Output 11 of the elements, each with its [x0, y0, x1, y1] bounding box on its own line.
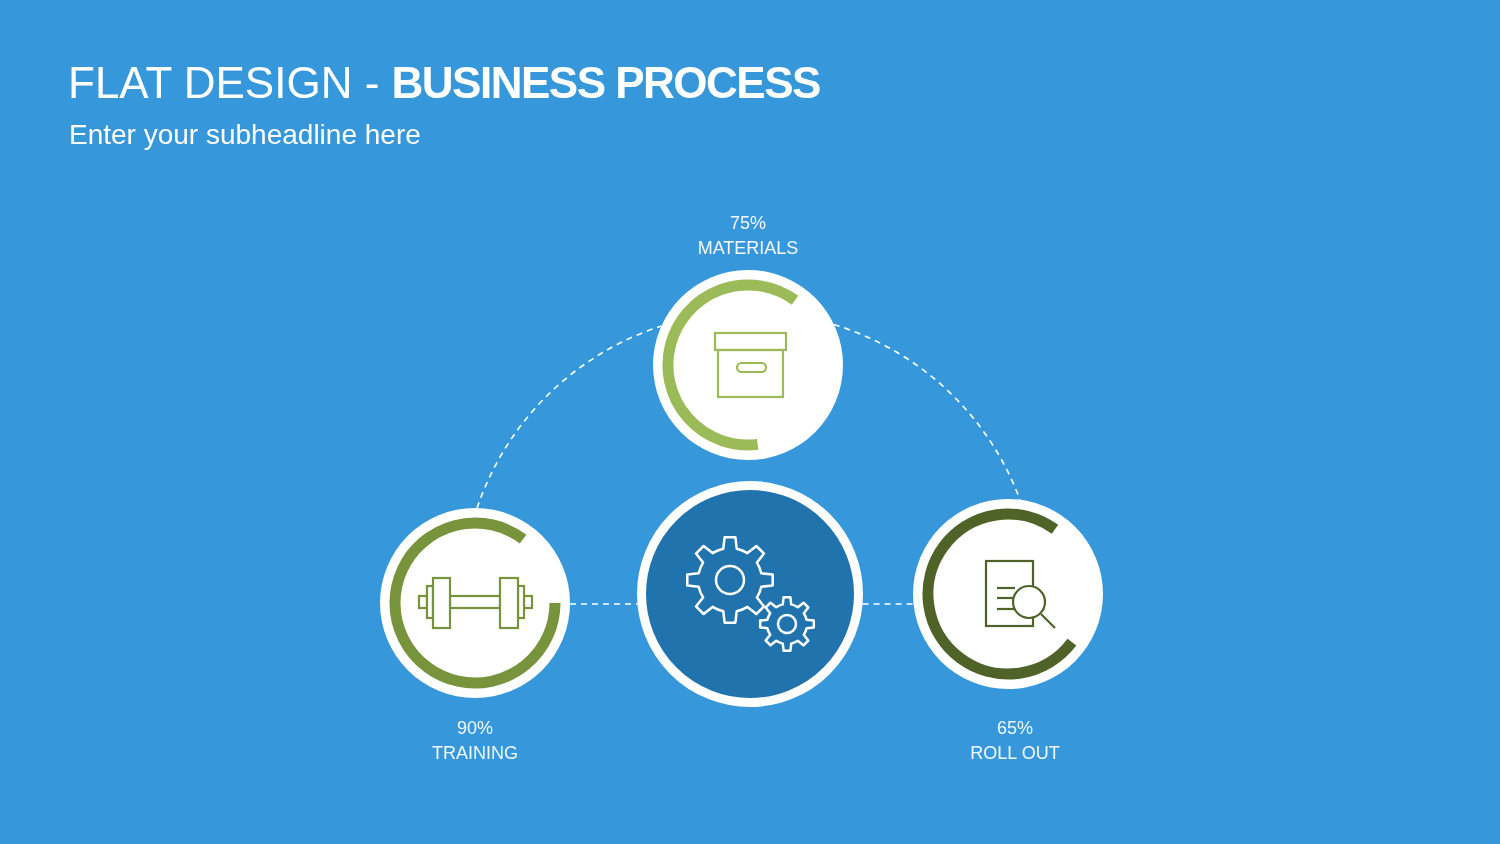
- subheadline: Enter your subheadline here: [69, 119, 421, 152]
- percent-value: 65%: [997, 716, 1033, 740]
- dashed-connector: [476, 325, 663, 509]
- step-label: MATERIALS: [697, 236, 799, 260]
- step-label: TRAINING: [432, 741, 518, 765]
- slide-title: FLAT DESIGN - BUSINESS PROCESS: [68, 59, 820, 108]
- percent-value: 75%: [730, 211, 766, 235]
- percent-value: 90%: [457, 716, 493, 740]
- step-label: ROLL OUT: [970, 741, 1060, 765]
- dashed-connector: [569, 603, 639, 605]
- dashed-connector: [861, 603, 915, 605]
